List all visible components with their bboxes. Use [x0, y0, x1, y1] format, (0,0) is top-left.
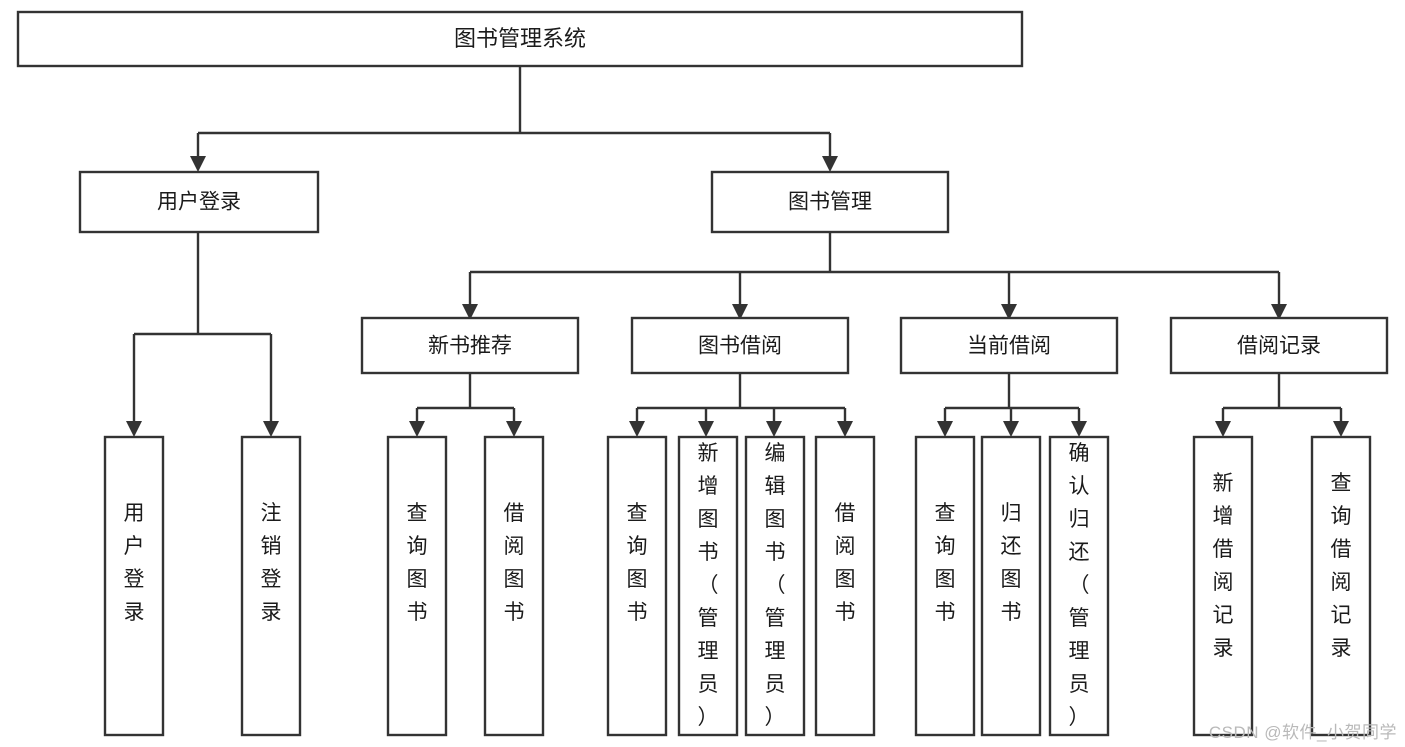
node-root[interactable]: 图书管理系统	[16, 10, 1024, 68]
node-borrow-record-box[interactable]	[1169, 316, 1389, 375]
leaf-query-book-1-box[interactable]	[386, 435, 448, 737]
arrow-head-leaf-logout-login	[263, 421, 279, 437]
leaf-query-book-3-label: 查询图书	[935, 502, 956, 624]
leaf-user-login[interactable]: 用户登录	[103, 435, 165, 737]
node-book-management-label: 图书管理	[788, 191, 872, 214]
leaf-confirm-return-label: 确认归还（管理员）	[1069, 442, 1090, 729]
node-new-book-recommend[interactable]: 新书推荐	[360, 316, 580, 375]
arrow-head-book-borrow	[732, 304, 748, 320]
leaf-borrow-book-1-label: 借阅图书	[504, 502, 525, 624]
leaf-borrow-book-2-box[interactable]	[814, 435, 876, 737]
arrow-head-leaf-borrow-book-1	[506, 421, 522, 437]
node-user-login-label: 用户登录	[157, 191, 241, 214]
connector-layer	[126, 66, 1349, 437]
leaf-borrow-book-1[interactable]: 借阅图书	[483, 435, 545, 737]
leaf-add-record-label: 新增借阅记录	[1213, 472, 1234, 660]
leaf-query-book-3[interactable]: 查询图书	[914, 435, 976, 737]
node-book-borrow-label: 图书借阅	[698, 335, 782, 358]
node-root-box[interactable]	[16, 10, 1024, 68]
leaf-add-book-label: 新增图书（管理员）	[698, 442, 719, 729]
leaf-confirm-return-box[interactable]	[1048, 435, 1110, 737]
leaf-borrow-book-2-label: 借阅图书	[835, 502, 856, 624]
leaf-query-book-1-label: 查询图书	[407, 502, 428, 624]
arrow-head-leaf-borrow-book-2	[837, 421, 853, 437]
leaf-return-book-label: 归还图书	[1001, 502, 1022, 624]
arrow-head-borrow-record	[1271, 304, 1287, 320]
leaf-borrow-book-1-box[interactable]	[483, 435, 545, 737]
leaf-logout-login[interactable]: 注销登录	[240, 435, 302, 737]
node-book-borrow[interactable]: 图书借阅	[630, 316, 850, 375]
leaf-edit-book-box[interactable]	[744, 435, 806, 737]
leaf-logout-login-box[interactable]	[240, 435, 302, 737]
node-root-label: 图书管理系统	[454, 26, 586, 51]
arrow-head-current-borrow	[1001, 304, 1017, 320]
leaf-query-book-1[interactable]: 查询图书	[386, 435, 448, 737]
node-user-login-box[interactable]	[78, 170, 320, 234]
arrow-head-new-book-recommend	[462, 304, 478, 320]
node-user-login[interactable]: 用户登录	[78, 170, 320, 234]
node-new-book-recommend-label: 新书推荐	[428, 335, 512, 358]
arrow-head-book-management	[822, 156, 838, 172]
arrow-head-leaf-user-login	[126, 421, 142, 437]
leaf-query-book-2-label: 查询图书	[627, 502, 648, 624]
arrow-head-leaf-confirm-return	[1071, 421, 1087, 437]
node-book-management-box[interactable]	[710, 170, 950, 234]
node-new-book-recommend-box[interactable]	[360, 316, 580, 375]
csdn-watermark: CSDN @软件_小贺同学	[1208, 723, 1397, 742]
node-book-management[interactable]: 图书管理	[710, 170, 950, 234]
leaf-edit-book-label: 编辑图书（管理员）	[765, 442, 786, 729]
node-current-borrow-label: 当前借阅	[967, 335, 1051, 358]
arrow-head-leaf-query-book-1	[409, 421, 425, 437]
leaf-edit-book[interactable]: 编辑图书（管理员）	[744, 435, 806, 737]
leaf-return-book-box[interactable]	[980, 435, 1042, 737]
leaf-return-book[interactable]: 归还图书	[980, 435, 1042, 737]
node-book-borrow-box[interactable]	[630, 316, 850, 375]
leaf-logout-login-label: 注销登录	[261, 502, 282, 624]
leaf-query-record[interactable]: 查询借阅记录	[1310, 435, 1372, 737]
arrow-head-leaf-query-book-3	[937, 421, 953, 437]
arrow-head-leaf-return-book	[1003, 421, 1019, 437]
node-borrow-record-label: 借阅记录	[1237, 335, 1321, 358]
leaf-add-record[interactable]: 新增借阅记录	[1192, 435, 1254, 737]
leaf-add-book[interactable]: 新增图书（管理员）	[677, 435, 739, 737]
arrow-head-leaf-add-record	[1215, 421, 1231, 437]
node-current-borrow[interactable]: 当前借阅	[899, 316, 1119, 375]
node-current-borrow-box[interactable]	[899, 316, 1119, 375]
arrow-head-leaf-query-record	[1333, 421, 1349, 437]
leaf-borrow-book-2[interactable]: 借阅图书	[814, 435, 876, 737]
leaf-query-book-3-box[interactable]	[914, 435, 976, 737]
arrow-head-leaf-edit-book	[766, 421, 782, 437]
leaf-query-book-2-box[interactable]	[606, 435, 668, 737]
leaf-add-book-box[interactable]	[677, 435, 739, 737]
leaf-user-login-label: 用户登录	[124, 502, 145, 624]
arrow-head-user-login	[190, 156, 206, 172]
leaf-confirm-return[interactable]: 确认归还（管理员）	[1048, 435, 1110, 737]
arrow-head-leaf-query-book-2	[629, 421, 645, 437]
leaf-query-book-2[interactable]: 查询图书	[606, 435, 668, 737]
leaf-query-record-box[interactable]	[1310, 435, 1372, 737]
node-borrow-record[interactable]: 借阅记录	[1169, 316, 1389, 375]
leaf-query-record-label: 查询借阅记录	[1331, 472, 1352, 660]
leaf-user-login-box[interactable]	[103, 435, 165, 737]
arrow-head-leaf-add-book	[698, 421, 714, 437]
leaf-add-record-box[interactable]	[1192, 435, 1254, 737]
